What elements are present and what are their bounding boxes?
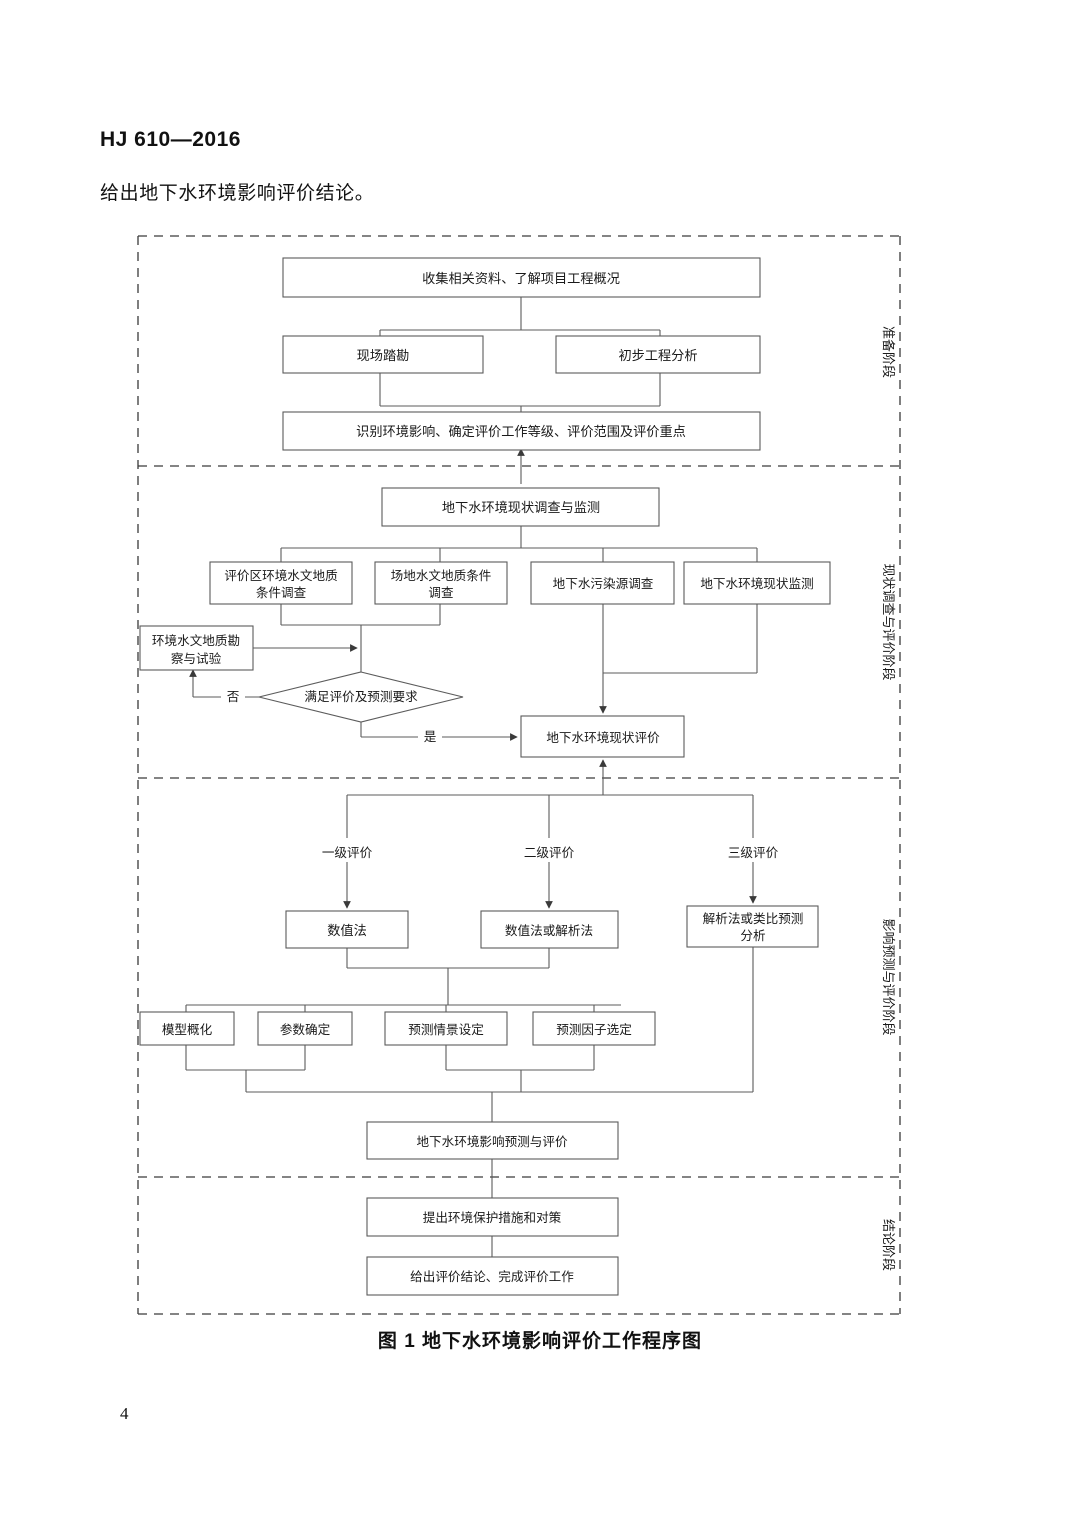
stage-label-prep: 准备阶段	[881, 326, 896, 378]
node-box	[384, 1011, 508, 1046]
node-box	[381, 487, 660, 527]
edge-label-no: 否	[221, 685, 245, 705]
node-label-line1: 场地水文地质条件	[391, 568, 492, 583]
page-number: 4	[120, 1404, 129, 1423]
flowchart-figure: 准备阶段 现状调查与评价阶段 影响预测与评价阶段 结论阶段	[137, 235, 901, 1315]
node-site-survey[interactable]: 现场踏勘	[282, 335, 484, 374]
lead-paragraph: 给出地下水环境影响评价结论。	[100, 183, 375, 204]
edge-label-yes: 是	[418, 725, 442, 745]
node-model-generalization[interactable]: 模型概化	[139, 1011, 235, 1046]
node-label: 预测因子选定	[556, 1023, 632, 1037]
node-box	[520, 715, 685, 758]
node-numerical-method[interactable]: 数值法	[285, 910, 409, 949]
node-label: 地下水环境现状评价	[546, 731, 660, 745]
connectors-survey	[189, 526, 758, 795]
node-numerical-or-analytical-method[interactable]: 数值法或解析法	[480, 910, 619, 949]
node-label: 参数确定	[280, 1022, 331, 1037]
connectors-predict	[185, 794, 757, 1122]
document-header: HJ 610—2016	[100, 128, 241, 151]
node-label: 地下水污染源调查	[553, 577, 654, 591]
node-label: 满足评价及预测要求	[304, 690, 418, 704]
node-impact-prediction-assessment[interactable]: 地下水环境影响预测与评价	[366, 1121, 619, 1160]
node-analytical-or-analogy-prediction[interactable]: 解析法或类比预测 分析	[686, 905, 819, 948]
node-box	[532, 1011, 656, 1046]
node-label-line2: 分析	[740, 929, 766, 943]
node-label: 数值法或解析法	[505, 923, 593, 938]
figure-caption: 图 1 地下水环境影响评价工作程序图	[377, 1331, 703, 1352]
node-box	[282, 257, 761, 298]
node-preliminary-engineering-analysis[interactable]: 初步工程分析	[555, 335, 761, 374]
edge-label-text: 是	[424, 730, 437, 744]
node-box	[683, 561, 831, 605]
node-decision-meets-requirements[interactable]: 满足评价及预测要求	[258, 671, 464, 723]
edge-label-text: 二级评价	[524, 846, 575, 860]
node-box	[555, 335, 761, 374]
node-prediction-scenario-setting[interactable]: 预测情景设定	[384, 1011, 508, 1046]
node-final-conclusion[interactable]: 给出评价结论、完成评价工作	[366, 1256, 619, 1296]
node-prediction-factor-selection[interactable]: 预测因子选定	[532, 1011, 656, 1046]
node-diamond	[258, 671, 464, 723]
edge-label-level-1: 一级评价	[307, 840, 387, 862]
stage-label-text: 结论阶段	[881, 1219, 896, 1271]
stage-label-text: 影响预测与评价阶段	[881, 918, 896, 1035]
node-collect-data[interactable]: 收集相关资料、了解项目工程概况	[282, 257, 761, 298]
node-label: 地下水环境影响预测与评价	[416, 1134, 568, 1149]
edge-label-level-2: 二级评价	[509, 840, 589, 862]
node-label-line1: 评价区环境水文地质	[224, 569, 337, 583]
node-status-assessment[interactable]: 地下水环境现状评价	[520, 715, 685, 758]
stage-label-predict: 影响预测与评价阶段	[881, 918, 896, 1035]
node-label-line1: 解析法或类比预测	[703, 912, 804, 926]
node-box	[257, 1011, 353, 1046]
stage-label-conclude: 结论阶段	[881, 1219, 896, 1271]
stage-label-survey: 现状调查与评价阶段	[881, 563, 896, 680]
node-label: 识别环境影响、确定评价工作等级、评价范围及评价重点	[356, 423, 686, 439]
node-identify-impacts[interactable]: 识别环境影响、确定评价工作等级、评价范围及评价重点	[282, 411, 761, 451]
node-parameter-determination[interactable]: 参数确定	[257, 1011, 353, 1046]
node-label: 给出评价结论、完成评价工作	[410, 1270, 574, 1284]
connectors-prep	[379, 297, 661, 484]
node-box	[530, 561, 675, 605]
node-label: 模型概化	[162, 1023, 213, 1037]
node-site-hydrogeology-survey[interactable]: 场地水文地质条件 调查	[374, 561, 508, 605]
edge-label-text: 否	[227, 690, 240, 704]
edge-label-level-3: 三级评价	[713, 840, 793, 862]
stage-label-text: 现状调查与评价阶段	[881, 563, 896, 680]
stage-frame	[137, 235, 901, 1315]
node-label: 初步工程分析	[618, 348, 697, 363]
node-box	[366, 1197, 619, 1237]
node-box	[209, 561, 353, 605]
node-regional-hydrogeology-survey[interactable]: 评价区环境水文地质 条件调查	[209, 561, 353, 605]
node-label-line1: 环境水文地质勘	[152, 634, 240, 648]
stage-label-text: 准备阶段	[881, 326, 896, 378]
node-box	[139, 625, 254, 671]
node-label: 现场踏勘	[357, 348, 410, 363]
node-propose-protection-measures[interactable]: 提出环境保护措施和对策	[366, 1197, 619, 1237]
node-hydrogeology-exploration-test[interactable]: 环境水文地质勘 察与试验	[139, 625, 254, 671]
node-label: 收集相关资料、了解项目工程概况	[422, 271, 620, 286]
node-pollution-source-survey[interactable]: 地下水污染源调查	[530, 561, 675, 605]
node-box	[686, 905, 819, 948]
node-status-monitoring[interactable]: 地下水环境现状监测	[683, 561, 831, 605]
node-box	[282, 411, 761, 451]
node-box	[285, 910, 409, 949]
node-label-line2: 察与试验	[171, 651, 222, 666]
node-box	[139, 1011, 235, 1046]
node-box	[480, 910, 619, 949]
edge-label-text: 三级评价	[728, 846, 779, 860]
node-label: 地下水环境现状监测	[700, 577, 813, 591]
node-status-survey-monitoring[interactable]: 地下水环境现状调查与监测	[381, 487, 660, 527]
edge-label-text: 一级评价	[322, 846, 373, 860]
node-box	[282, 335, 484, 374]
node-label-line2: 条件调查	[256, 585, 307, 600]
node-box	[366, 1121, 619, 1160]
node-box	[366, 1256, 619, 1296]
node-label: 提出环境保护措施和对策	[423, 1210, 562, 1225]
node-label-line2: 调查	[428, 586, 454, 600]
node-box	[374, 561, 508, 605]
node-label: 预测情景设定	[408, 1023, 484, 1037]
node-label: 数值法	[327, 923, 367, 938]
node-label: 地下水环境现状调查与监测	[442, 500, 600, 515]
